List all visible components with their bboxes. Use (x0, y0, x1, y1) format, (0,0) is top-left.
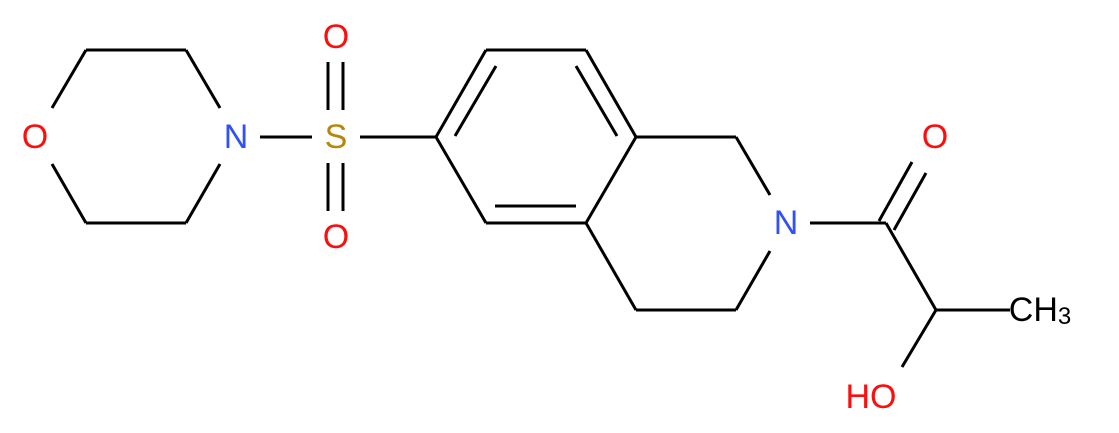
ring-nitrogen-label: N (774, 204, 799, 242)
hydroxypropanoyl-chain (810, 161, 1010, 368)
methyl-subscript: 3 (1058, 303, 1071, 330)
morpholine-ring (50, 48, 222, 225)
carbonyl-oxygen-label: O (922, 118, 948, 156)
morpholine-nitrogen-label: N (224, 118, 249, 156)
hydroxyl-label: HO (846, 378, 897, 416)
benzene-ring (434, 48, 638, 225)
methyl-ch: CH (1009, 291, 1058, 329)
sulfonyl-oxygen-bottom-label: O (323, 218, 349, 256)
methyl-label: CH3 (1009, 291, 1071, 330)
piperidine-ring (584, 135, 772, 312)
sulfur-label: S (325, 118, 348, 156)
sulfonyl-double-bonds (326, 62, 345, 211)
sulfonyl-oxygen-top-label: O (323, 18, 349, 56)
morpholine-oxygen-label: O (22, 118, 48, 156)
